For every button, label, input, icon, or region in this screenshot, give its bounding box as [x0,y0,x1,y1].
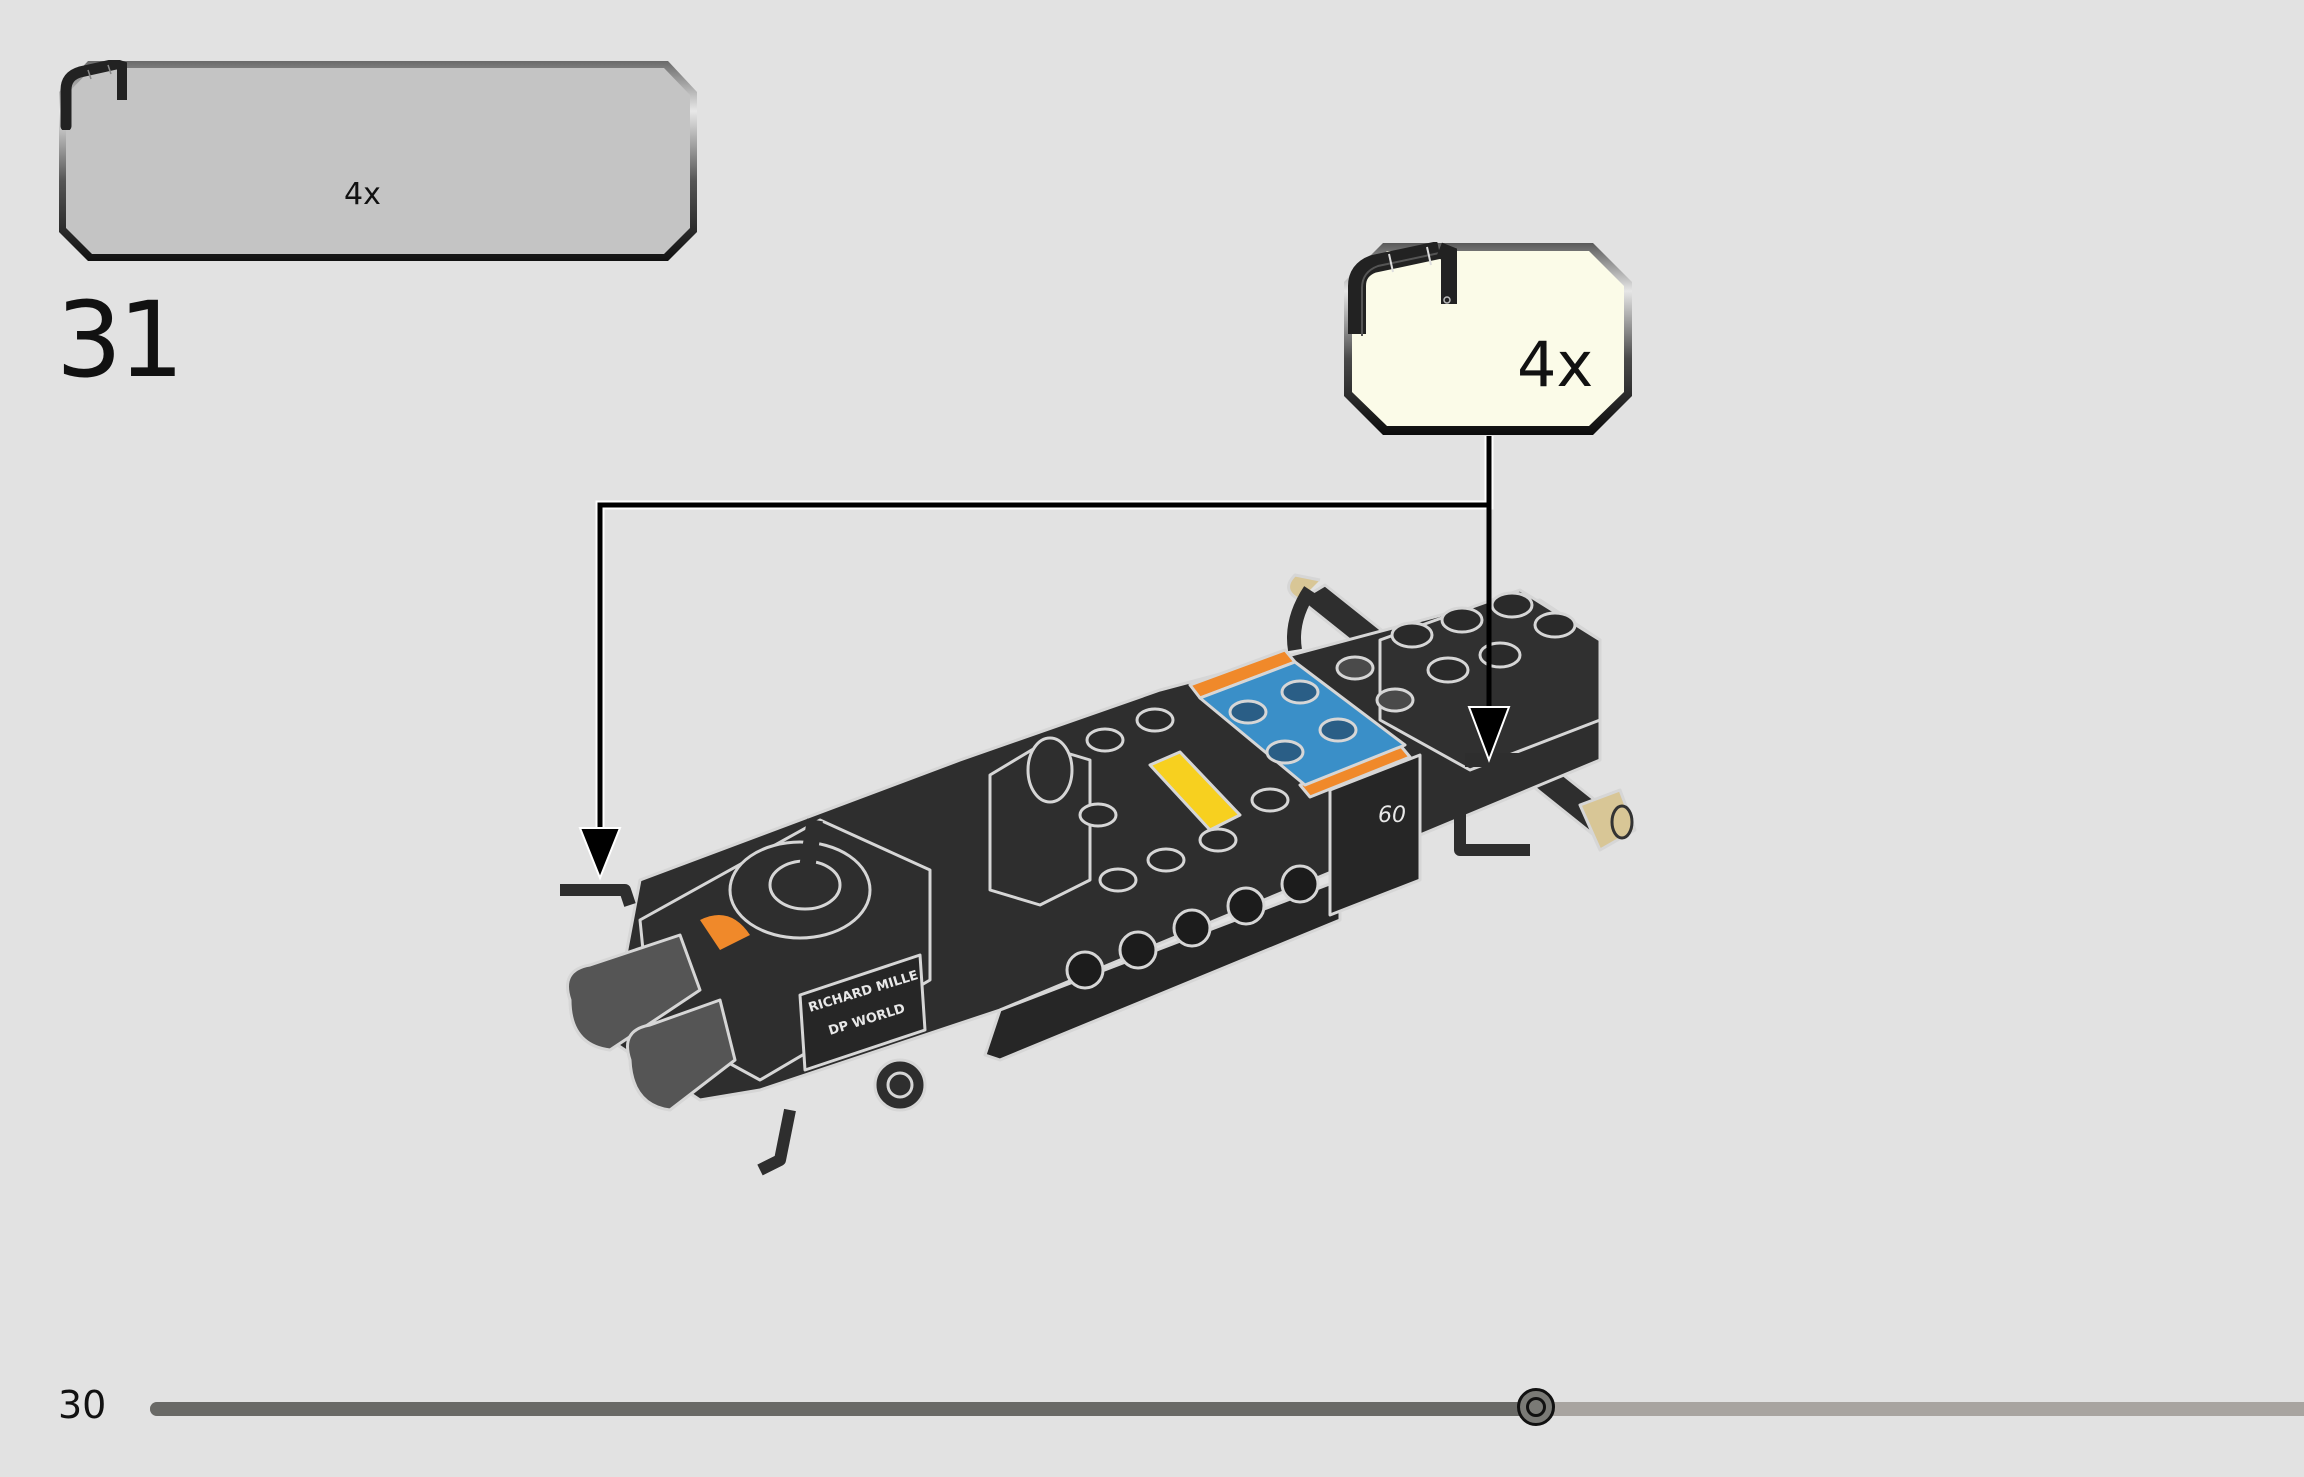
decal-panel [798,953,927,1072]
arrow-head-right [1467,706,1511,763]
arrow-head-left [578,827,622,881]
number-panel [1328,753,1422,917]
car-chassis-model [560,573,1637,1176]
front-liftarms [566,933,737,1112]
step-number: 31 [56,279,184,401]
page-number: 30 [58,1383,107,1427]
parts-box-frame [59,61,697,261]
yellow-tile [1148,750,1242,832]
progress-bar[interactable] [150,1388,2304,1426]
callout-quantity: 4x [1517,328,1594,401]
number-decal: 60 [1378,803,1406,828]
bar-handle-icon [60,60,127,130]
progress-fill [150,1402,1536,1416]
callout-box: 4x [1343,242,1633,436]
callout-frame [1344,243,1632,435]
bar-handle-icon [1348,242,1457,336]
parts-quantity: 4x [344,177,381,212]
progress-knob[interactable] [1517,1388,1555,1426]
callout-arrows [595,436,1494,840]
parts-list-box: 4x [58,60,698,262]
